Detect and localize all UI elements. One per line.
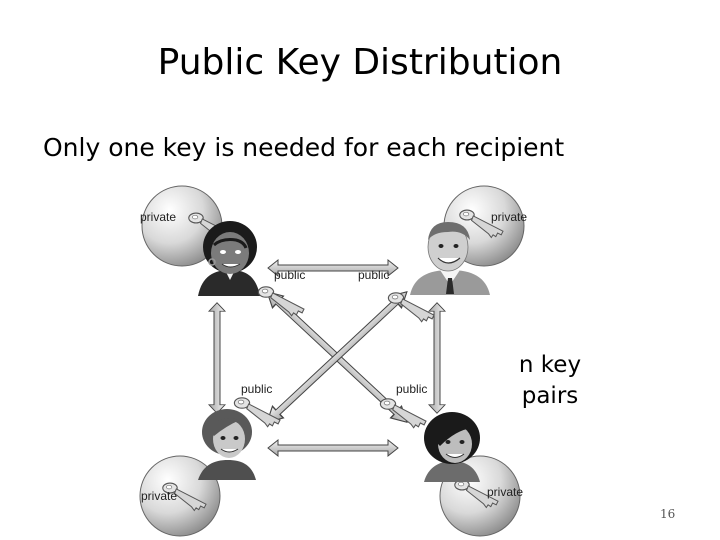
key-icon	[257, 286, 305, 317]
slide-title: Public Key Distribution	[157, 42, 563, 83]
private-key-label: private	[491, 210, 527, 224]
private-key-label: private	[140, 210, 176, 224]
person-avatar-icon	[424, 412, 480, 482]
public-key-label: public	[274, 268, 305, 282]
public-key-label: public	[241, 382, 272, 396]
key-pairs-note: n key pairs	[518, 352, 582, 409]
arrow-right	[428, 302, 446, 414]
page-number: 16	[660, 507, 676, 521]
private-key-label: private	[141, 489, 177, 503]
public-key-label: public	[358, 268, 389, 282]
arrow-left	[208, 302, 226, 414]
slide-subtitle: Only one key is needed for each recipien…	[43, 133, 565, 162]
arrow-bottom	[267, 439, 399, 457]
person-avatar-icon	[198, 221, 260, 296]
person-avatar-icon	[410, 222, 490, 295]
public-key-label: public	[396, 382, 427, 396]
person-avatar-icon	[198, 409, 256, 480]
private-key-label: private	[487, 485, 523, 499]
key-icon	[379, 398, 427, 429]
